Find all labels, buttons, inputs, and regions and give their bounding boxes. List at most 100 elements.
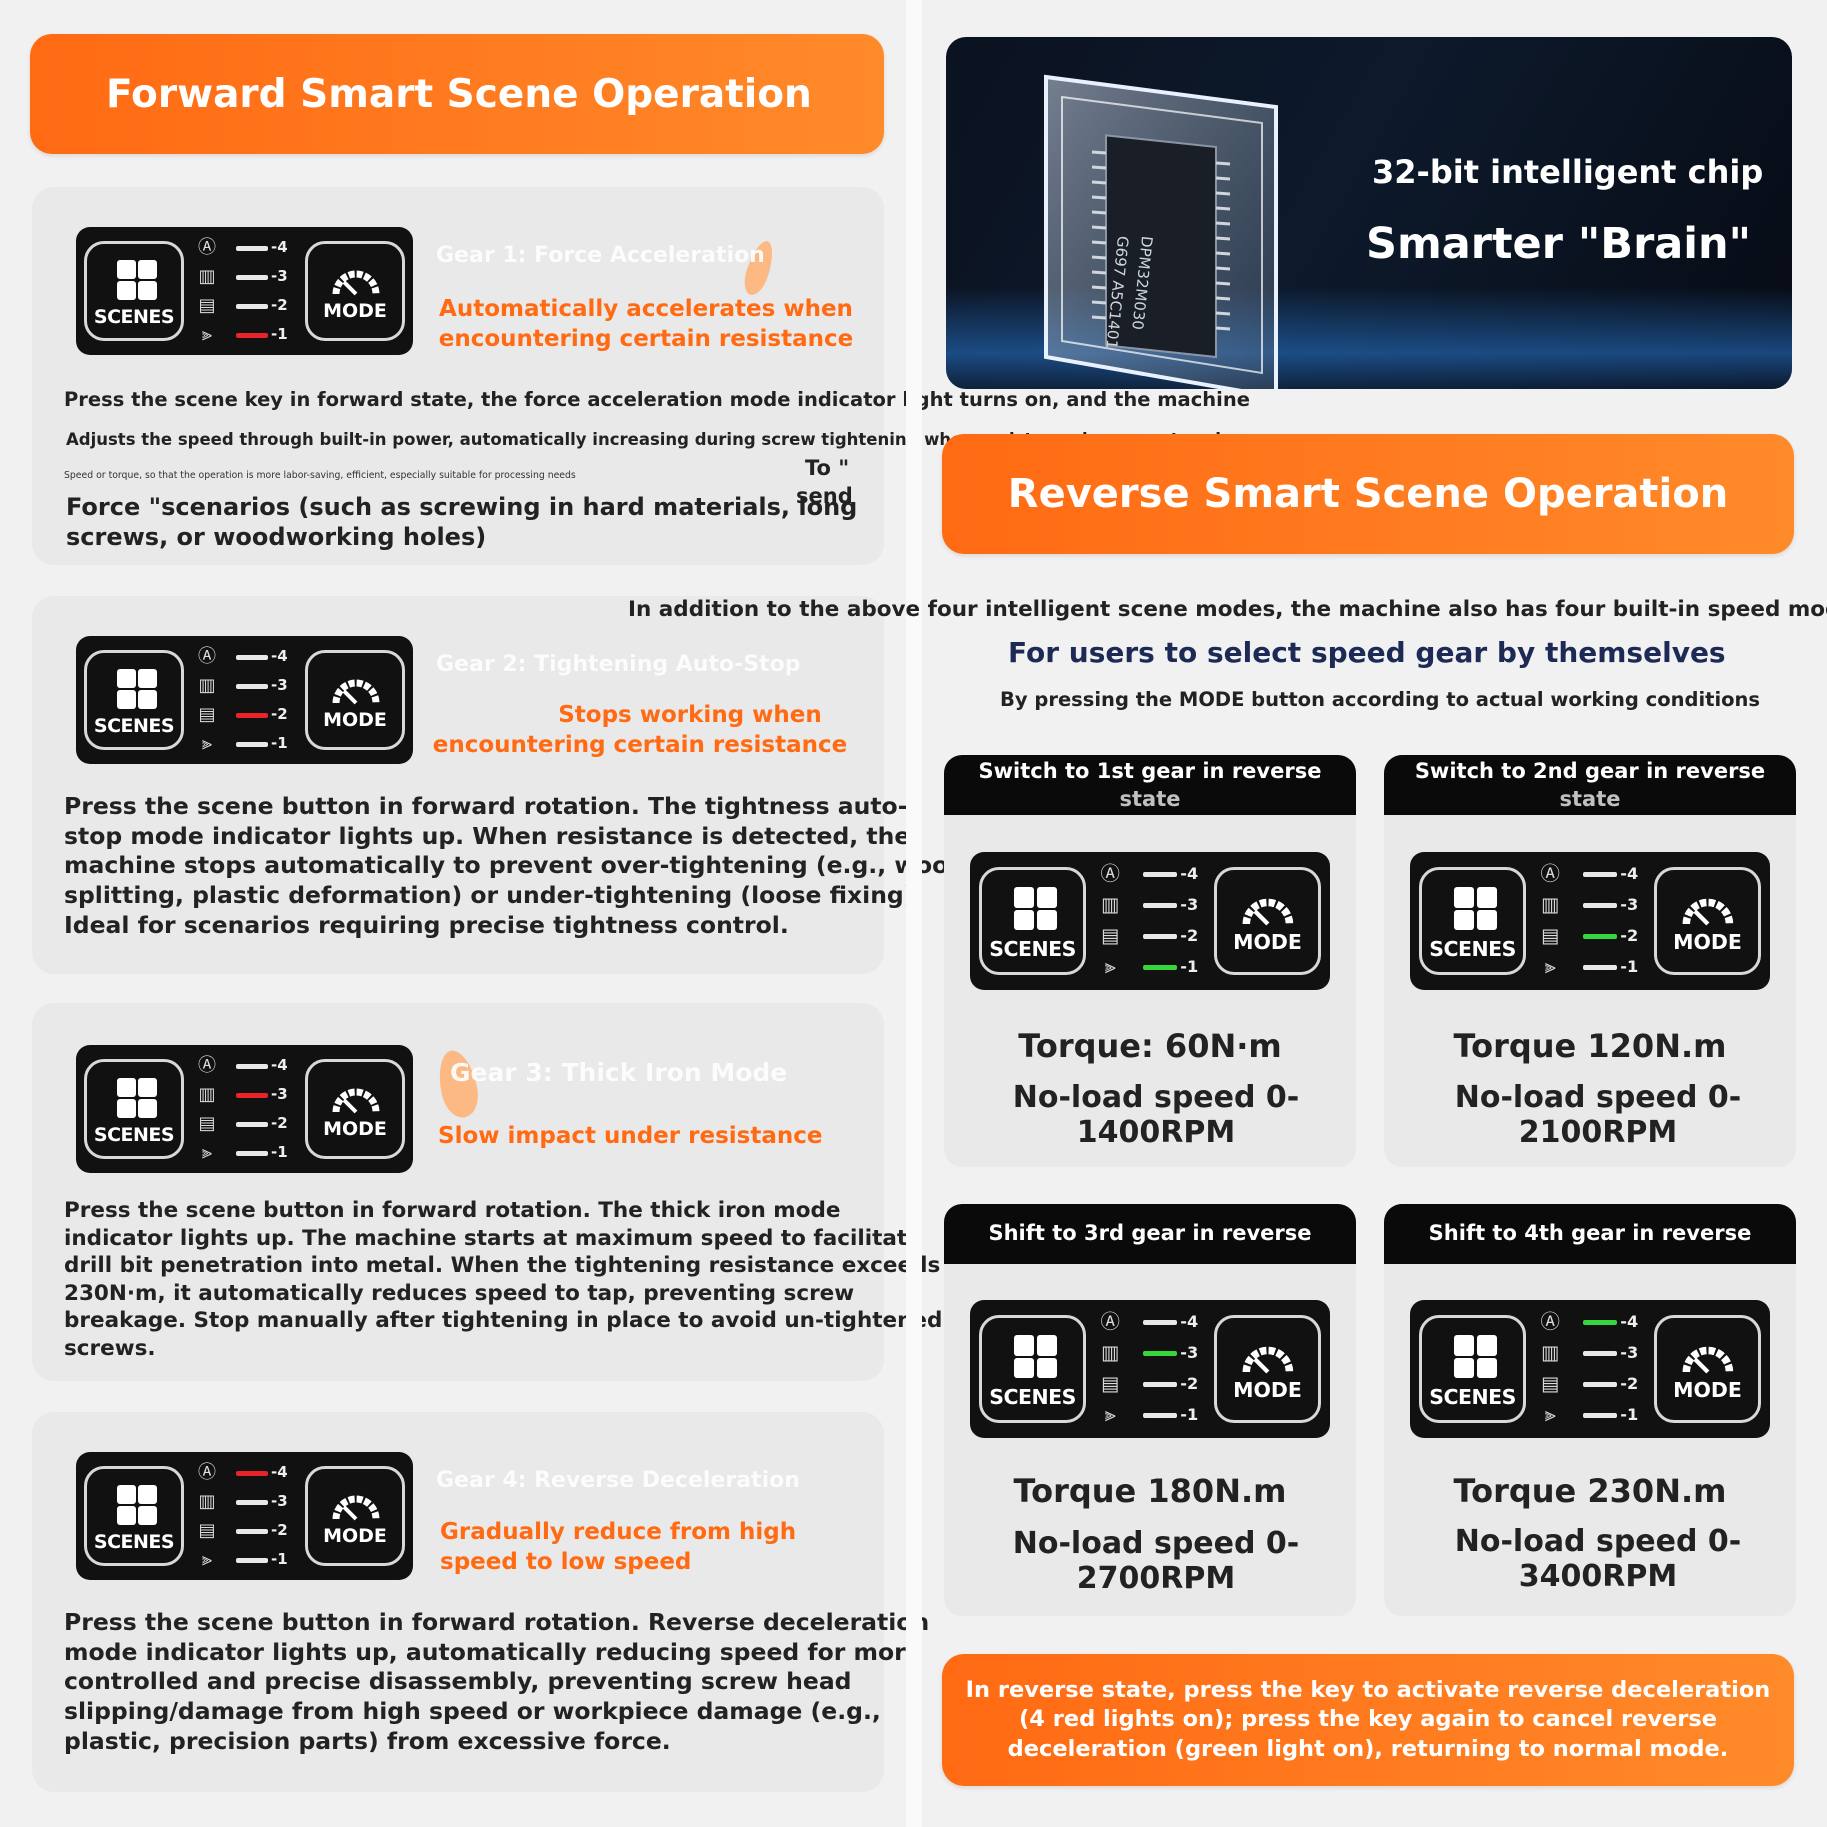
mode-button[interactable]: MODE — [1653, 867, 1762, 975]
gear2-subtitle: Stops working when encountering certain … — [430, 700, 850, 760]
torque-high-icon: ▥ — [1541, 892, 1560, 916]
gear2-subtitle-line1: Stops working when — [558, 702, 822, 728]
indicator-row: Ⓐ -4 — [194, 1460, 294, 1488]
description-line: splitting, plastic deformation) or under… — [64, 881, 924, 910]
drill-icon: ⫸ — [201, 1142, 213, 1163]
reverse-gear2-header-line2: state — [1559, 787, 1621, 811]
indicator-row: Ⓐ-4 — [1097, 1309, 1199, 1337]
indicator-row: ▥-3 — [1097, 892, 1199, 920]
mode-button[interactable]: MODE — [1213, 1315, 1322, 1423]
indicator-light — [1142, 934, 1177, 940]
mode-button[interactable]: MODE — [305, 1466, 405, 1566]
drill-icon: ⫸ — [201, 733, 213, 754]
scenes-button[interactable]: SCENES — [84, 1059, 184, 1159]
mode-label: MODE — [1673, 930, 1742, 955]
scenes-label: SCENES — [93, 715, 175, 737]
gear1-desc-line4: Force "scenarios (such as screwing in ha… — [66, 493, 858, 521]
indicator-level-label: -4 — [1620, 1311, 1639, 1331]
indicator-light — [236, 275, 268, 280]
indicator-light — [236, 684, 268, 689]
indicator-level-label: -2 — [1620, 1374, 1639, 1394]
indicator-level-label: -3 — [271, 676, 288, 694]
indicator-row: ⫸-1 — [1537, 1402, 1638, 1430]
scenes-button[interactable]: SCENES — [978, 867, 1087, 975]
reverse-gear1-torque: Torque: 60N·m — [1018, 1027, 1282, 1065]
indicator-light — [1582, 1413, 1617, 1419]
torque-mid-icon: ▤ — [1541, 924, 1560, 948]
gear4-title: Gear 4: Reverse Deceleration — [436, 1468, 800, 1493]
indicator-light — [1582, 1382, 1617, 1388]
scenes-label: SCENES — [1429, 936, 1516, 961]
gear1-desc-line3: Speed or torque, so that the operation i… — [64, 470, 576, 481]
indicator-level-label: -3 — [1180, 894, 1199, 914]
indicator-row: ⫸-1 — [194, 1547, 294, 1575]
indicator-level-label: -2 — [1180, 1374, 1199, 1394]
indicator-row: ▥-3 — [194, 673, 294, 701]
mode-button[interactable]: MODE — [305, 1059, 405, 1159]
indicator-row: ⫸-1 — [1097, 954, 1198, 982]
indicator-row: ⫸-1 — [194, 322, 294, 350]
indicator-row: Ⓐ-4 — [1097, 861, 1199, 889]
indicator-level-label: -3 — [1180, 1342, 1199, 1362]
gear1-subtitle-line1: Automatically accelerates when — [439, 296, 853, 322]
grid-icon — [117, 260, 157, 300]
indicator-level-label: -1 — [271, 1550, 288, 1568]
mode-button[interactable]: MODE — [305, 650, 405, 750]
indicator-row: ▥-3 — [1537, 892, 1638, 920]
indicator-row: ⫸-1 — [194, 1140, 294, 1168]
scenes-button[interactable]: SCENES — [84, 1466, 184, 1566]
indicator-level-label: -1 — [1180, 1405, 1199, 1425]
indicator-row: ▥-3 — [194, 1489, 294, 1517]
speed-intro-2: For users to select speed gear by themse… — [1008, 636, 1726, 669]
indicator-level-label: -1 — [1620, 957, 1639, 977]
scenes-button[interactable]: SCENES — [1418, 867, 1527, 975]
indicator-light — [1582, 934, 1617, 940]
indicator-level-label: -3 — [271, 1492, 288, 1510]
auto-icon: Ⓐ — [198, 237, 216, 258]
torque-high-icon: ▥ — [1101, 1340, 1120, 1364]
gear3-subtitle: Slow impact under resistance — [438, 1121, 822, 1151]
reverse-gear3-torque: Torque 180N.m — [1013, 1472, 1287, 1510]
reverse-gear2-speed: No-load speed 0-2100RPM — [1454, 1080, 1742, 1150]
speedometer-icon — [332, 270, 380, 296]
mode-label: MODE — [1673, 1378, 1742, 1403]
torque-mid-icon: ▤ — [1101, 1372, 1120, 1396]
speedometer-icon — [332, 1088, 380, 1114]
drill-icon: ⫸ — [201, 324, 213, 345]
indicator-level-label: -4 — [271, 1463, 288, 1481]
indicator-light — [236, 1122, 268, 1127]
scenes-button[interactable]: SCENES — [1418, 1315, 1527, 1423]
auto-icon: Ⓐ — [198, 1462, 216, 1483]
mode-button[interactable]: MODE — [1653, 1315, 1762, 1423]
indicator-row: Ⓐ-4 — [1537, 861, 1639, 889]
torque-mid-icon: ▤ — [1541, 1372, 1560, 1396]
gear4-subtitle-line2: speed to low speed — [440, 1549, 692, 1575]
speedometer-icon — [332, 679, 380, 705]
gear1-subtitle-line2: encountering certain resistance — [438, 326, 854, 352]
description-line: Press the scene button in forward rotati… — [64, 792, 908, 820]
scenes-button[interactable]: SCENES — [84, 241, 184, 341]
indicator-row: ▤-2 — [194, 702, 294, 730]
description-line: breakage. Stop manually after tightening… — [64, 1308, 943, 1333]
chip-headline-2: Smarter "Brain" — [1366, 219, 1752, 269]
indicator-light — [1582, 1350, 1617, 1356]
mode-button[interactable]: MODE — [1213, 867, 1322, 975]
indicator-light — [1142, 1413, 1177, 1419]
gear4-description: Press the scene button in forward rotati… — [64, 1608, 929, 1757]
indicator-light — [236, 304, 268, 309]
auto-icon: Ⓐ — [1540, 1309, 1560, 1333]
scenes-button[interactable]: SCENES — [84, 650, 184, 750]
mode-label: MODE — [1233, 1378, 1302, 1403]
gear3-description: Press the scene button in forward rotati… — [64, 1197, 942, 1362]
scenes-label: SCENES — [93, 1124, 175, 1146]
drill-icon: ⫸ — [1104, 955, 1116, 979]
indicator-light — [1582, 1319, 1617, 1325]
grid-icon — [117, 669, 157, 709]
indicator-row: Ⓐ -4 — [1537, 1309, 1639, 1337]
grid-icon — [1453, 1335, 1498, 1379]
scenes-button[interactable]: SCENES — [978, 1315, 1087, 1423]
mode-button[interactable]: MODE — [305, 241, 405, 341]
